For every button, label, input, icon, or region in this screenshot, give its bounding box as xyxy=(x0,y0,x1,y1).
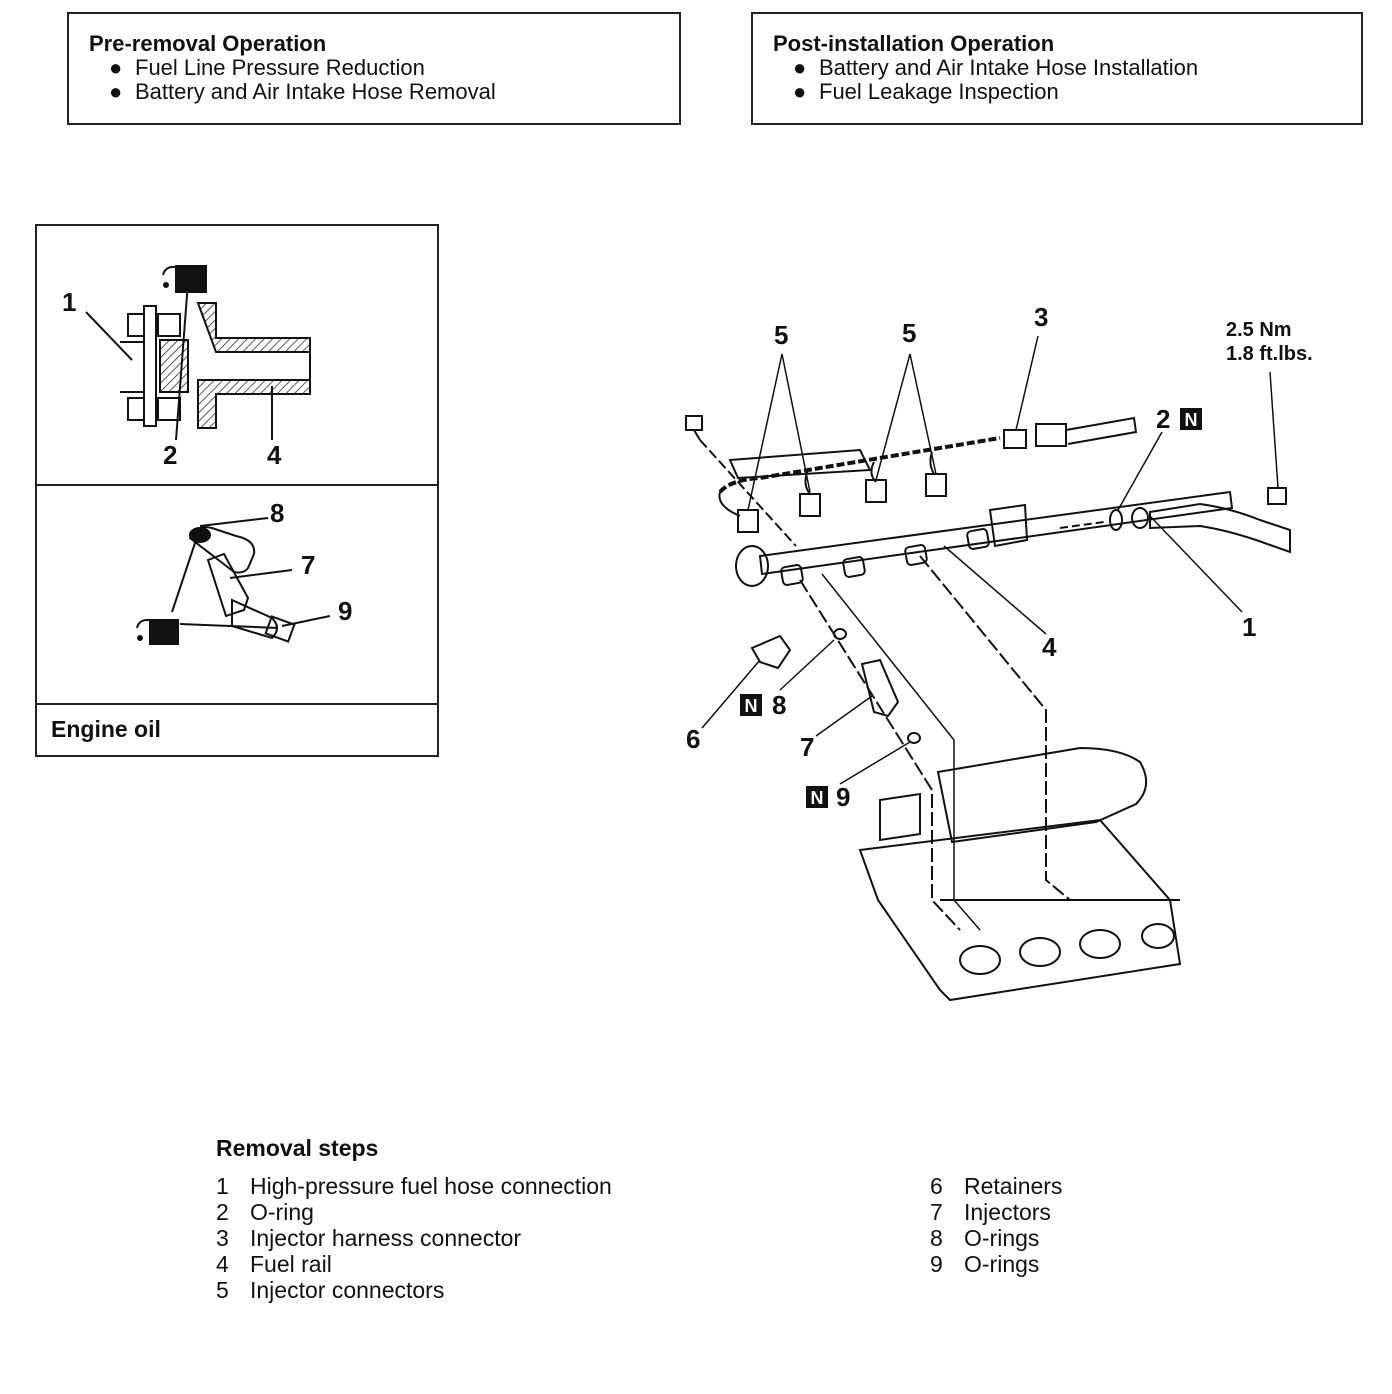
callout-7: 7 xyxy=(301,550,315,580)
pre-removal-item-text: Fuel Line Pressure Reduction xyxy=(135,55,425,80)
post-installation-box: Post-installation Operation ● Battery an… xyxy=(751,12,1363,125)
callout-5: 5 xyxy=(902,318,916,348)
bullet-icon: ● xyxy=(109,79,123,104)
callout-4: 4 xyxy=(267,440,282,470)
callout-3: 3 xyxy=(1034,302,1048,332)
callout-2: 2 xyxy=(163,440,177,470)
post-installation-item: ● Battery and Air Intake Hose Installati… xyxy=(773,56,1341,80)
post-installation-title: Post-installation Operation xyxy=(773,31,1055,56)
new-part-mark: N xyxy=(811,788,824,808)
torque-ftlbs: 1.8 ft.lbs. xyxy=(1226,343,1313,365)
pre-removal-title: Pre-removal Operation xyxy=(89,31,327,56)
callout-4: 4 xyxy=(1042,632,1057,662)
connector-icon xyxy=(925,473,947,497)
new-part-badge: N xyxy=(740,694,762,716)
callout-8: 8 xyxy=(772,690,786,720)
post-installation-item-text: Battery and Air Intake Hose Installation xyxy=(819,55,1199,80)
callout-7: 7 xyxy=(800,732,814,762)
oil-can-icon xyxy=(136,619,179,645)
connector-icon xyxy=(799,493,821,517)
post-installation-item-text: Fuel Leakage Inspection xyxy=(819,79,1059,104)
o-ring xyxy=(907,732,921,744)
bullet-icon: ● xyxy=(109,55,123,80)
bolt-icon xyxy=(127,397,145,421)
callout-8: 8 xyxy=(270,498,284,528)
engine-oil-legend: Engine oil xyxy=(51,716,161,742)
pre-removal-item-text: Battery and Air Intake Hose Removal xyxy=(135,79,496,104)
bolt-icon xyxy=(127,313,145,337)
callout-1: 1 xyxy=(1242,612,1256,642)
callout-2: 2 xyxy=(1156,404,1170,434)
removal-steps-title: Removal steps xyxy=(216,1135,379,1161)
detail-box: Engine oil xyxy=(35,224,439,757)
new-part-mark: N xyxy=(745,696,758,716)
callout-6: 6 xyxy=(686,724,700,754)
bullet-icon: ● xyxy=(793,79,807,104)
injector-detail xyxy=(136,517,331,645)
pre-removal-item: ● Battery and Air Intake Hose Removal xyxy=(89,80,659,104)
harness-connector-icon xyxy=(1003,429,1027,449)
oil-can-icon xyxy=(162,265,207,293)
bolt-icon xyxy=(1267,487,1287,505)
connector-icon xyxy=(865,479,887,503)
bullet-icon: ● xyxy=(793,55,807,80)
connector-icon xyxy=(737,509,759,533)
harness-connector-icon xyxy=(1035,423,1067,447)
callout-9: 9 xyxy=(836,782,850,812)
bolt-icon xyxy=(685,415,703,431)
divider xyxy=(37,484,437,486)
o-ring xyxy=(1109,509,1123,531)
callout-9: 9 xyxy=(338,596,352,626)
new-part-badge: N xyxy=(1180,408,1202,430)
rail-end-cap xyxy=(735,545,769,587)
retainer-icon xyxy=(750,634,792,670)
new-part-badge: N xyxy=(806,786,828,808)
new-part-mark: N xyxy=(1185,410,1198,430)
callout-1: 1 xyxy=(62,287,76,317)
leader-lines xyxy=(701,335,1279,785)
fuel-rail-assembly xyxy=(685,415,1291,1002)
pre-removal-item: ● Fuel Line Pressure Reduction xyxy=(89,56,659,80)
hose-connection-detail xyxy=(85,265,311,441)
divider xyxy=(37,703,437,705)
post-installation-item: ● Fuel Leakage Inspection xyxy=(773,80,1341,104)
injector-icon xyxy=(860,658,900,718)
callout-5: 5 xyxy=(774,320,788,350)
pre-removal-box: Pre-removal Operation ● Fuel Line Pressu… xyxy=(67,12,681,125)
torque-nm: 2.5 Nm xyxy=(1226,319,1292,341)
